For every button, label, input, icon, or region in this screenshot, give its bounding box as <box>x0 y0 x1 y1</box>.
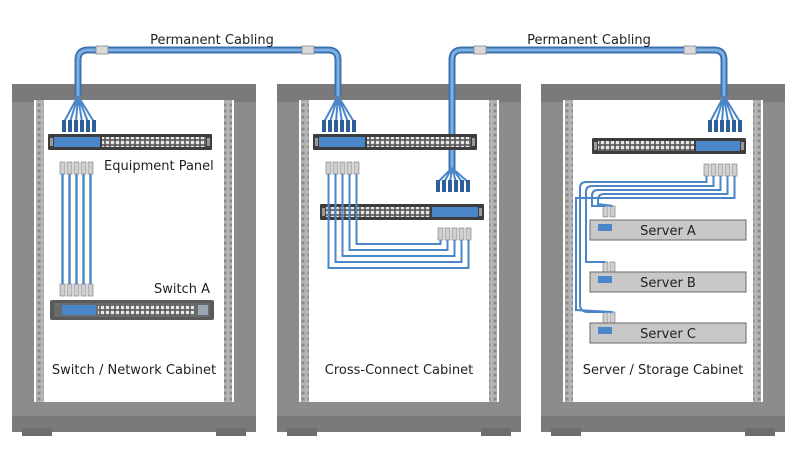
cabinet-bottom-bar <box>12 416 256 432</box>
fanout-cabinet-3-top <box>708 95 742 132</box>
rack-rail-right <box>489 100 497 402</box>
cabinet-foot <box>287 428 317 436</box>
cabinet-foot <box>481 428 511 436</box>
cabinet-top-bar <box>12 84 256 102</box>
cabinet-foot <box>551 428 581 436</box>
server-b-label: Server B <box>640 276 696 291</box>
patch-cords-cabinet-2 <box>325 161 472 269</box>
cable-clip <box>683 45 697 55</box>
cabinet-foot <box>745 428 775 436</box>
fanout-cabinet-2-top <box>322 95 356 132</box>
cabinet-interior <box>34 100 234 402</box>
cabinet-label-switch-network: Switch / Network Cabinet <box>52 363 216 378</box>
fanout-cabinet-2-mid <box>436 167 470 192</box>
server-a-label: Server A <box>640 224 696 239</box>
patch-cords-cabinet-1 <box>59 161 94 297</box>
patch-panel-cross-connect-top <box>313 134 477 150</box>
patch-cords-cabinet-3 <box>575 163 738 324</box>
label-permanent-cabling-right: Permanent Cabling <box>527 33 651 48</box>
cable-clip <box>95 45 109 55</box>
patch-panel-server-cabinet <box>592 138 746 154</box>
fanout-cabinet-1-top <box>62 95 96 132</box>
patch-panel-cross-connect-mid <box>320 204 484 220</box>
cable-clip <box>473 45 487 55</box>
server-c-label: Server C <box>640 327 696 342</box>
trunk-cable-left <box>74 45 342 96</box>
server-b: Server B <box>589 271 747 293</box>
rack-rail-left <box>36 100 44 402</box>
cabinet-bottom-bar <box>277 416 521 432</box>
label-permanent-cabling-left: Permanent Cabling <box>150 33 274 48</box>
cabinet-server-storage <box>541 84 785 436</box>
cabinet-label-server-storage: Server / Storage Cabinet <box>583 363 744 378</box>
cable-clip <box>301 45 315 55</box>
cabinet-foot <box>216 428 246 436</box>
rack-rail-left <box>301 100 309 402</box>
cabinet-top-bar <box>541 84 785 102</box>
rack-rail-right <box>753 100 761 402</box>
cabinet-foot <box>22 428 52 436</box>
cabinet-label-cross-connect: Cross-Connect Cabinet <box>325 363 473 378</box>
equipment-panel <box>48 134 212 150</box>
cabinet-bottom-bar <box>541 416 785 432</box>
switch-a-device <box>50 300 214 320</box>
label-switch-a: Switch A <box>154 282 210 297</box>
label-equipment-panel: Equipment Panel <box>104 159 214 174</box>
rack-rail-left <box>565 100 573 402</box>
rack-rail-right <box>224 100 232 402</box>
trunk-cable-right <box>448 45 728 170</box>
server-a: Server A <box>589 219 747 241</box>
server-c: Server C <box>589 322 747 344</box>
cabinet-top-bar <box>277 84 521 102</box>
